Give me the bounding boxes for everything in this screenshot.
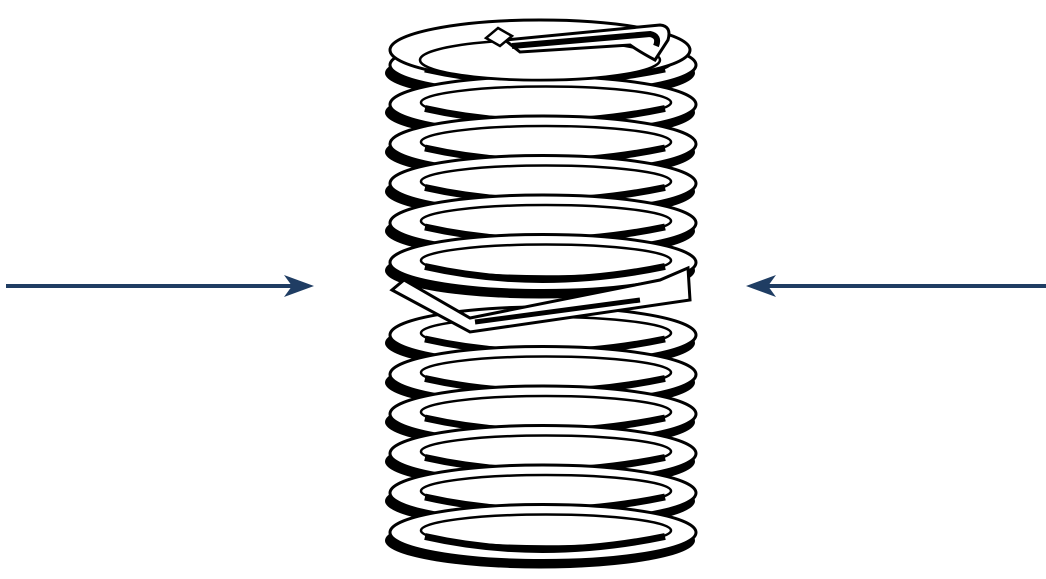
right-arrow-head — [746, 275, 776, 297]
middle-break-notch — [389, 265, 692, 334]
top-coil-end — [388, 18, 692, 82]
coil-turn — [385, 233, 698, 299]
left-arrow-head — [284, 275, 314, 297]
left-arrow — [6, 275, 314, 297]
coil-turn — [385, 503, 698, 569]
tang-diamond-notch — [483, 26, 515, 48]
right-arrow — [746, 275, 1046, 297]
